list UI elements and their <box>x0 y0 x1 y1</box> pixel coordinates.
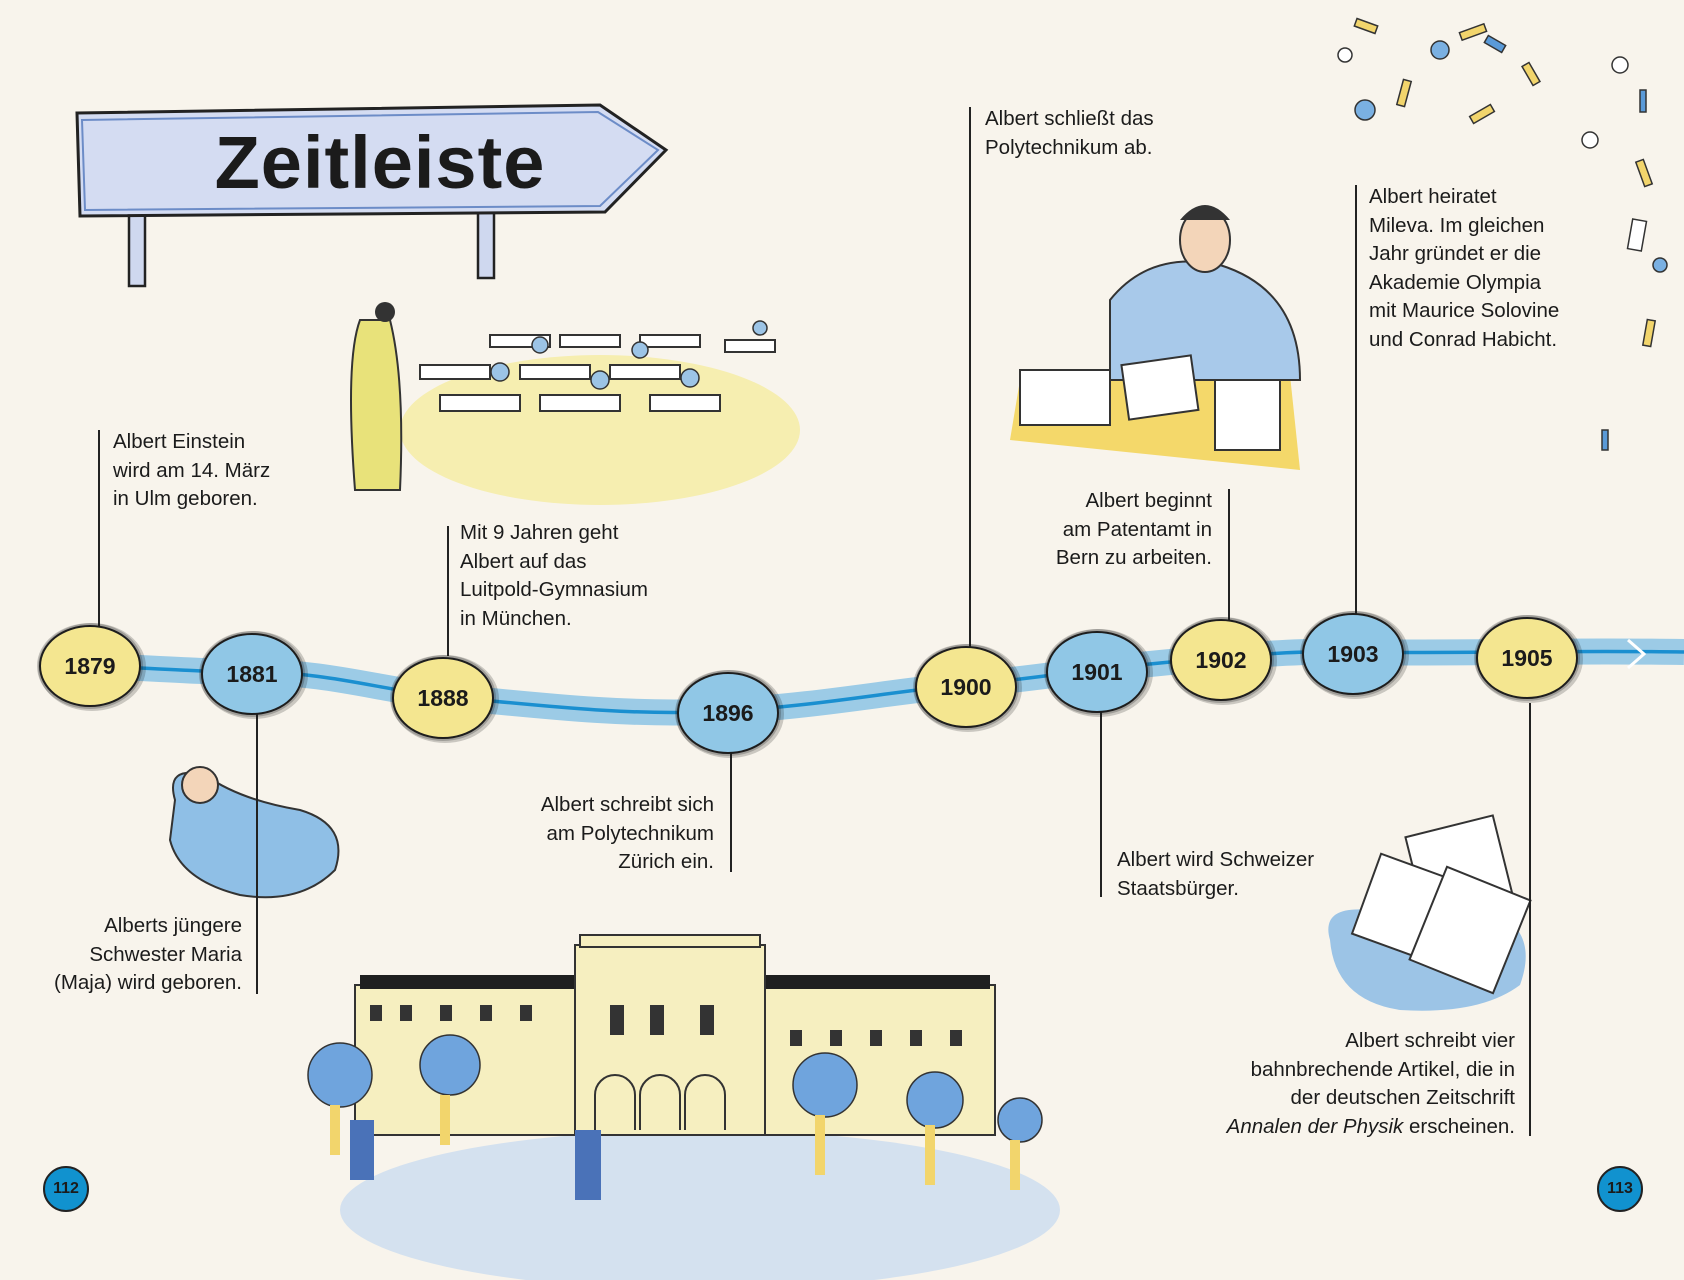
connector-1888 <box>447 526 449 656</box>
event-text-1881: Alberts jüngere Schwester Maria (Maja) w… <box>54 914 242 995</box>
page-number-right: 113 <box>1597 1166 1643 1212</box>
event-text-1900: Albert schließt das Polytechnikum ab. <box>985 107 1154 159</box>
event-text-1905-end: erscheinen. <box>1403 1114 1515 1138</box>
year-marker-1903: 1903 <box>1302 613 1404 695</box>
connector-1881 <box>256 714 258 994</box>
year-marker-1881: 1881 <box>201 633 303 715</box>
year-marker-1879: 1879 <box>39 625 141 707</box>
classroom-illustration <box>350 302 800 505</box>
event-text-1905-main: Albert schreibt vier bahnbrechende Artik… <box>1250 1029 1515 1110</box>
river <box>59 638 1684 726</box>
event-text-1905: Albert schreibt vier bahnbrechende Artik… <box>1227 1027 1515 1141</box>
connector-1903 <box>1355 185 1357 615</box>
year-marker-1896: 1896 <box>677 672 779 754</box>
event-text-1901: Albert wird Schweizer Staatsbürger. <box>1117 848 1315 900</box>
year-marker-1902: 1902 <box>1170 619 1272 701</box>
page-title: Zeitleiste <box>214 121 546 204</box>
papers-illustration <box>1328 814 1532 1011</box>
year-marker-1888: 1888 <box>392 657 494 739</box>
event-text-1896: Albert schreibt sich am Polytechnikum Zü… <box>540 793 714 874</box>
signpost-icon <box>75 103 669 288</box>
connector-1900 <box>969 107 971 647</box>
university-illustration <box>307 934 1060 1280</box>
connector-1905 <box>1529 703 1531 1136</box>
event-text-1888: Mit 9 Jahren geht Albert auf das Luitpol… <box>460 521 648 630</box>
year-marker-1900: 1900 <box>915 646 1017 728</box>
connector-1901 <box>1100 709 1102 897</box>
year-marker-1905: 1905 <box>1476 617 1578 699</box>
patent-office-illustration <box>1010 205 1302 470</box>
connector-1896 <box>730 752 732 872</box>
journal-title: Annalen der Physik <box>1226 1114 1404 1138</box>
connector-1879 <box>98 430 100 634</box>
year-marker-1901: 1901 <box>1046 631 1148 713</box>
connector-1902 <box>1228 489 1230 621</box>
confetti-icon <box>1337 17 1668 451</box>
event-text-1902: Albert beginnt am Patentamt in Bern zu a… <box>1055 489 1212 570</box>
baby-illustration <box>168 766 340 899</box>
page-number-left: 112 <box>43 1166 89 1212</box>
event-text-1879: Albert Einstein wird am 14. März in Ulm … <box>113 430 271 511</box>
event-text-1903: Albert heiratet Mileva. Im gleichen Jahr… <box>1369 185 1560 351</box>
